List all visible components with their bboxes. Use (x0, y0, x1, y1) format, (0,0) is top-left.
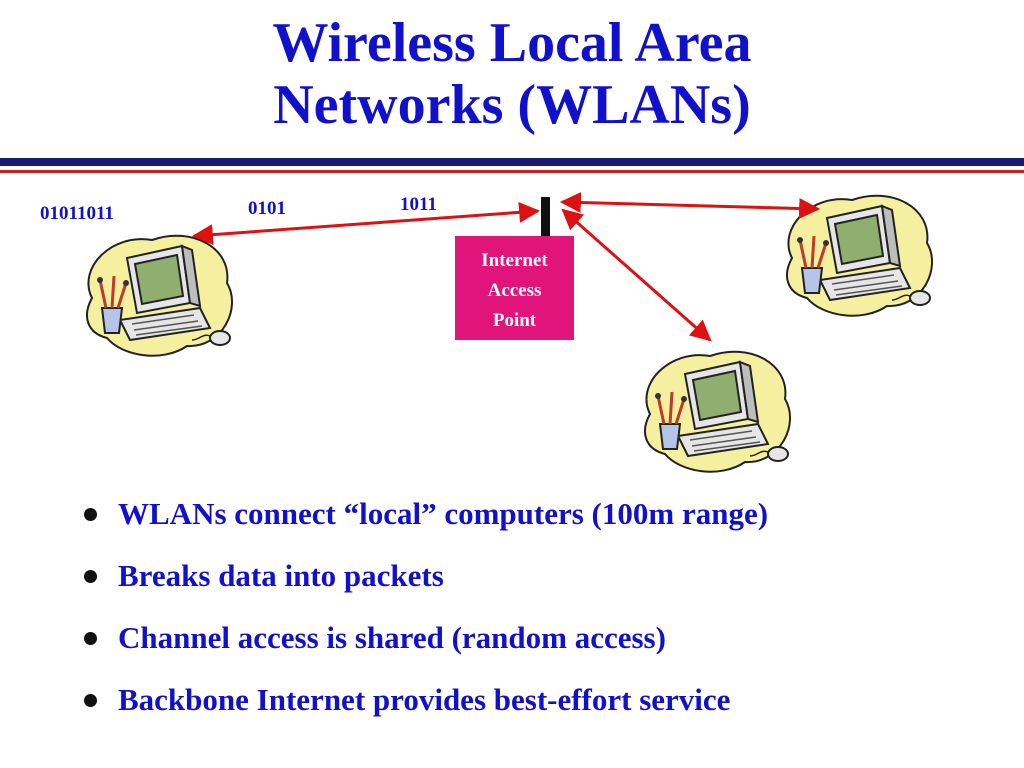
bullet-item: Channel access is shared (random access) (80, 620, 1000, 656)
access-point-line-3: Point (492, 310, 537, 331)
internet-access-point: Internet Access Point (455, 236, 574, 340)
access-point-line-2: Access (487, 280, 542, 301)
bullet-list: WLANs connect “local” computers (100m ra… (80, 496, 1000, 744)
link-arrow-top-right (559, 192, 821, 219)
slide-title-line-1: Wireless Local Area (272, 12, 752, 74)
bullet-dot-icon (84, 694, 97, 707)
antenna-icon (541, 197, 550, 237)
slide-title: Wireless Local Area Networks (WLANs) (0, 12, 1024, 136)
computer-top-right-icon (785, 194, 934, 318)
bullet-item: Breaks data into packets (80, 558, 1000, 594)
bullet-item: WLANs connect “local” computers (100m ra… (80, 496, 1000, 532)
bullet-dot-icon (84, 632, 97, 645)
access-point-line-1: Internet (481, 250, 548, 271)
bullet-dot-icon (84, 508, 97, 521)
title-divider-red (0, 170, 1024, 173)
slide-title-line-2: Networks (WLANs) (273, 74, 751, 136)
computer-bottom-right-icon (643, 350, 792, 474)
bit-label-right: 1011 (400, 194, 437, 215)
bullet-text: Breaks data into packets (118, 558, 444, 593)
bit-label-middle: 0101 (248, 198, 286, 219)
link-arrow-left (191, 201, 541, 246)
bullet-text: Backbone Internet provides best-effort s… (118, 682, 731, 717)
link-arrow-bottom-right (561, 208, 712, 342)
bullet-item: Backbone Internet provides best-effort s… (80, 682, 1000, 718)
bullet-dot-icon (84, 570, 97, 583)
bullet-text: Channel access is shared (random access) (118, 620, 666, 655)
bullet-text: WLANs connect “local” computers (100m ra… (118, 496, 769, 531)
computer-left-icon (85, 234, 234, 358)
bit-label-left: 01011011 (40, 203, 114, 224)
title-divider-navy (0, 158, 1024, 166)
